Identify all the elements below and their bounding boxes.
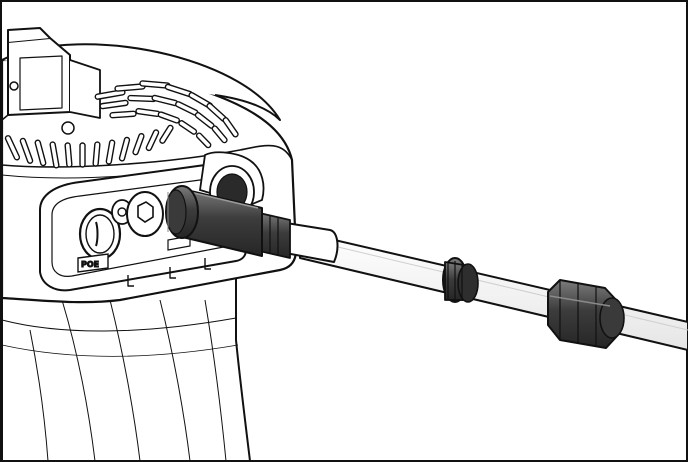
poe-port-icon: POE (77, 207, 122, 273)
connector-plug-icon (165, 185, 339, 263)
cooling-fins (4, 80, 239, 169)
lock-ring-icon (442, 257, 479, 303)
poe-label: POE (81, 260, 99, 269)
hex-bolt-icon (126, 191, 164, 237)
cable-gland-nut-icon (547, 279, 625, 349)
